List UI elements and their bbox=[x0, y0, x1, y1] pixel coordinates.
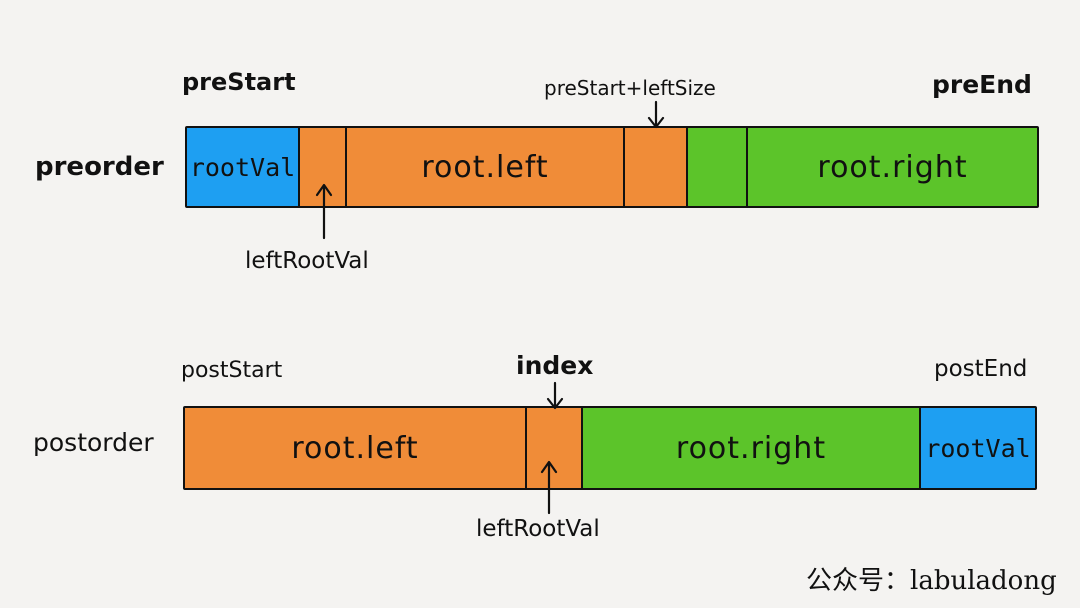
postorder-left-root-cell bbox=[527, 408, 583, 488]
postorder-leftrootval-arrow bbox=[540, 460, 558, 515]
index-arrow bbox=[546, 381, 564, 410]
prestart-leftsize-label: preStart+leftSize bbox=[544, 76, 716, 100]
preorder-leftrootval-arrow bbox=[315, 183, 333, 240]
poststart-label: postStart bbox=[181, 358, 283, 383]
preend-label: preEnd bbox=[932, 70, 1032, 99]
postorder-array: root.left root.right rootVal bbox=[183, 406, 1037, 490]
preorder-label: preorder bbox=[35, 152, 164, 182]
preorder-rootval-cell: rootVal bbox=[187, 128, 300, 206]
index-label: index bbox=[516, 351, 594, 380]
preorder-root-right-cell: root.right bbox=[748, 128, 1037, 206]
preorder-left-end-cell bbox=[625, 128, 688, 206]
postorder-root-right-cell: root.right bbox=[583, 408, 921, 488]
preorder-root-left-cell: root.left bbox=[347, 128, 625, 206]
prestart-leftsize-arrow bbox=[647, 100, 665, 129]
preorder-right-start-cell bbox=[688, 128, 748, 206]
watermark: 公众号：labuladong bbox=[806, 566, 1057, 596]
preorder-leftrootval-label: leftRootVal bbox=[245, 248, 369, 274]
postend-label: postEnd bbox=[934, 356, 1028, 382]
postorder-label: postorder bbox=[33, 428, 154, 457]
postorder-leftrootval-label: leftRootVal bbox=[476, 516, 600, 542]
prestart-label: preStart bbox=[182, 68, 296, 96]
postorder-root-left-cell: root.left bbox=[185, 408, 527, 488]
postorder-rootval-cell: rootVal bbox=[921, 408, 1035, 488]
preorder-array: rootVal root.left root.right bbox=[185, 126, 1039, 208]
